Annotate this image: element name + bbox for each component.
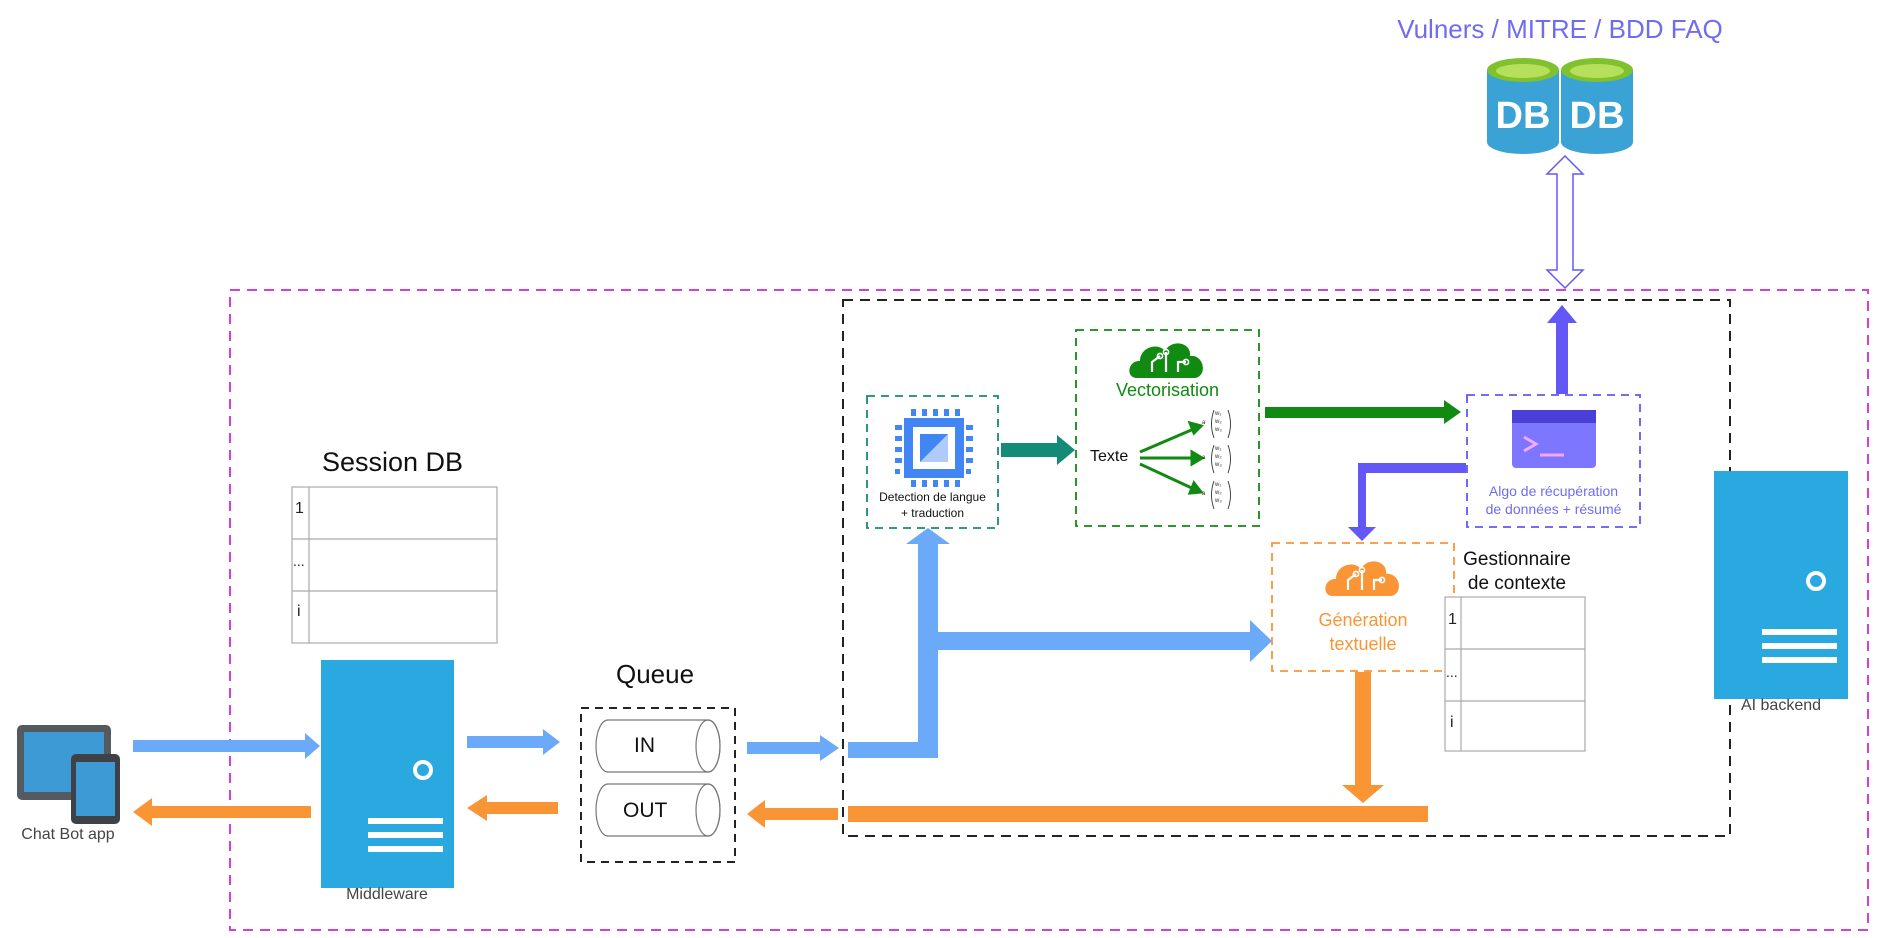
- retrieval-label-line1: Algo de récupération: [1488, 483, 1619, 499]
- vector-entry-label: w₂: [1215, 454, 1222, 460]
- vectorisation-to-retrieval-arrow: [1265, 400, 1461, 424]
- chat-bot-app-label: Chat Bot app: [21, 826, 115, 843]
- context-manager-row-label: 1: [1448, 611, 1457, 628]
- retrieval-to-generation-arrow-body: [1358, 463, 1466, 528]
- db-icon-text: DB: [1496, 95, 1551, 137]
- vector-entry-label: w₂: [1215, 490, 1222, 496]
- queue-in-label: IN: [634, 734, 655, 757]
- retrieval-to-db-arrow: [1547, 305, 1577, 394]
- session-db-row-label: 1: [295, 500, 304, 517]
- brain-cloud-icon: [1325, 561, 1399, 596]
- vectorisation-fan-arrows: [1139, 420, 1205, 495]
- ai-backend-server-icon: [1714, 471, 1848, 699]
- context-manager-row-label: ...: [1446, 664, 1458, 680]
- queue-out-cylinder: [595, 783, 721, 837]
- vector-prefix-label: a: [1202, 491, 1206, 497]
- middleware-server-icon: [321, 660, 454, 888]
- db-exchange-arrow: [1545, 154, 1585, 290]
- vector-prefix-label: a: [1202, 420, 1206, 426]
- retrieval-module-box: [1466, 394, 1641, 528]
- retrieval-label-line2: de données + résumé: [1485, 501, 1622, 517]
- response-flow-arrows: [133, 672, 1428, 828]
- vector-prefix-label: a: [1202, 455, 1206, 461]
- vectorisation-input-label: Texte: [1090, 448, 1129, 465]
- generation-label-line1: Génération: [1318, 610, 1408, 630]
- db-title: Vulners / MITRE / BDD FAQ: [1397, 14, 1723, 44]
- detection-label-line2: + traduction: [900, 506, 965, 520]
- session-db-row-label: i: [297, 603, 301, 620]
- detection-to-vectorisation-arrow: [1001, 435, 1075, 465]
- vector-entry-label: w₁: [1215, 411, 1222, 417]
- ai-pipeline-boundary: [842, 299, 1731, 837]
- context-manager-row-label: i: [1450, 714, 1454, 731]
- queue-title: Queue: [616, 659, 695, 689]
- brain-cloud-icon: [1129, 343, 1203, 378]
- vector-entry-label: w₁: [1215, 482, 1222, 488]
- generation-label-line2: textuelle: [1329, 634, 1397, 654]
- context-manager-title-line1: Gestionnaire: [1463, 549, 1571, 570]
- detection-label-line1: Detection de langue: [879, 490, 986, 504]
- detection-module-box: [866, 395, 999, 529]
- vector-entry-label: w₃: [1215, 427, 1222, 433]
- session-db-row-label: ...: [293, 553, 305, 569]
- vectorisation-title: Vectorisation: [1115, 380, 1220, 400]
- ai-backend-label: AI backend: [1740, 697, 1822, 714]
- session-db-title: Session DB: [322, 447, 464, 477]
- context-manager-table: [1444, 596, 1586, 752]
- chip-icon: [895, 409, 973, 487]
- context-manager-title-line2: de contexte: [1467, 573, 1567, 594]
- vector-matrix-icons: [1211, 409, 1231, 510]
- queue-box: [580, 707, 736, 863]
- chat-bot-devices-icon: [17, 725, 120, 824]
- session-db-table: [291, 486, 498, 644]
- vectorisation-module-box: [1075, 329, 1260, 527]
- queue-in-cylinder: [595, 719, 721, 773]
- database-icon: DB: [1561, 58, 1633, 154]
- vector-entry-label: w₁: [1215, 446, 1222, 452]
- middleware-label: Middleware: [346, 886, 428, 903]
- vector-entry-label: w₂: [1215, 419, 1222, 425]
- db-icon-text: DB: [1570, 95, 1625, 137]
- system-boundary: [229, 289, 1869, 931]
- queue-out-label: OUT: [623, 799, 668, 822]
- vector-entry-label: w₃: [1215, 462, 1222, 468]
- retrieval-to-generation-arrow: [1348, 463, 1466, 541]
- request-flow-arrows: [133, 528, 1272, 761]
- vector-entry-label: w₃: [1215, 498, 1222, 504]
- database-icon: DB: [1487, 58, 1559, 154]
- terminal-icon: [1512, 410, 1596, 468]
- db-icon-group: DB DB: [1487, 58, 1633, 154]
